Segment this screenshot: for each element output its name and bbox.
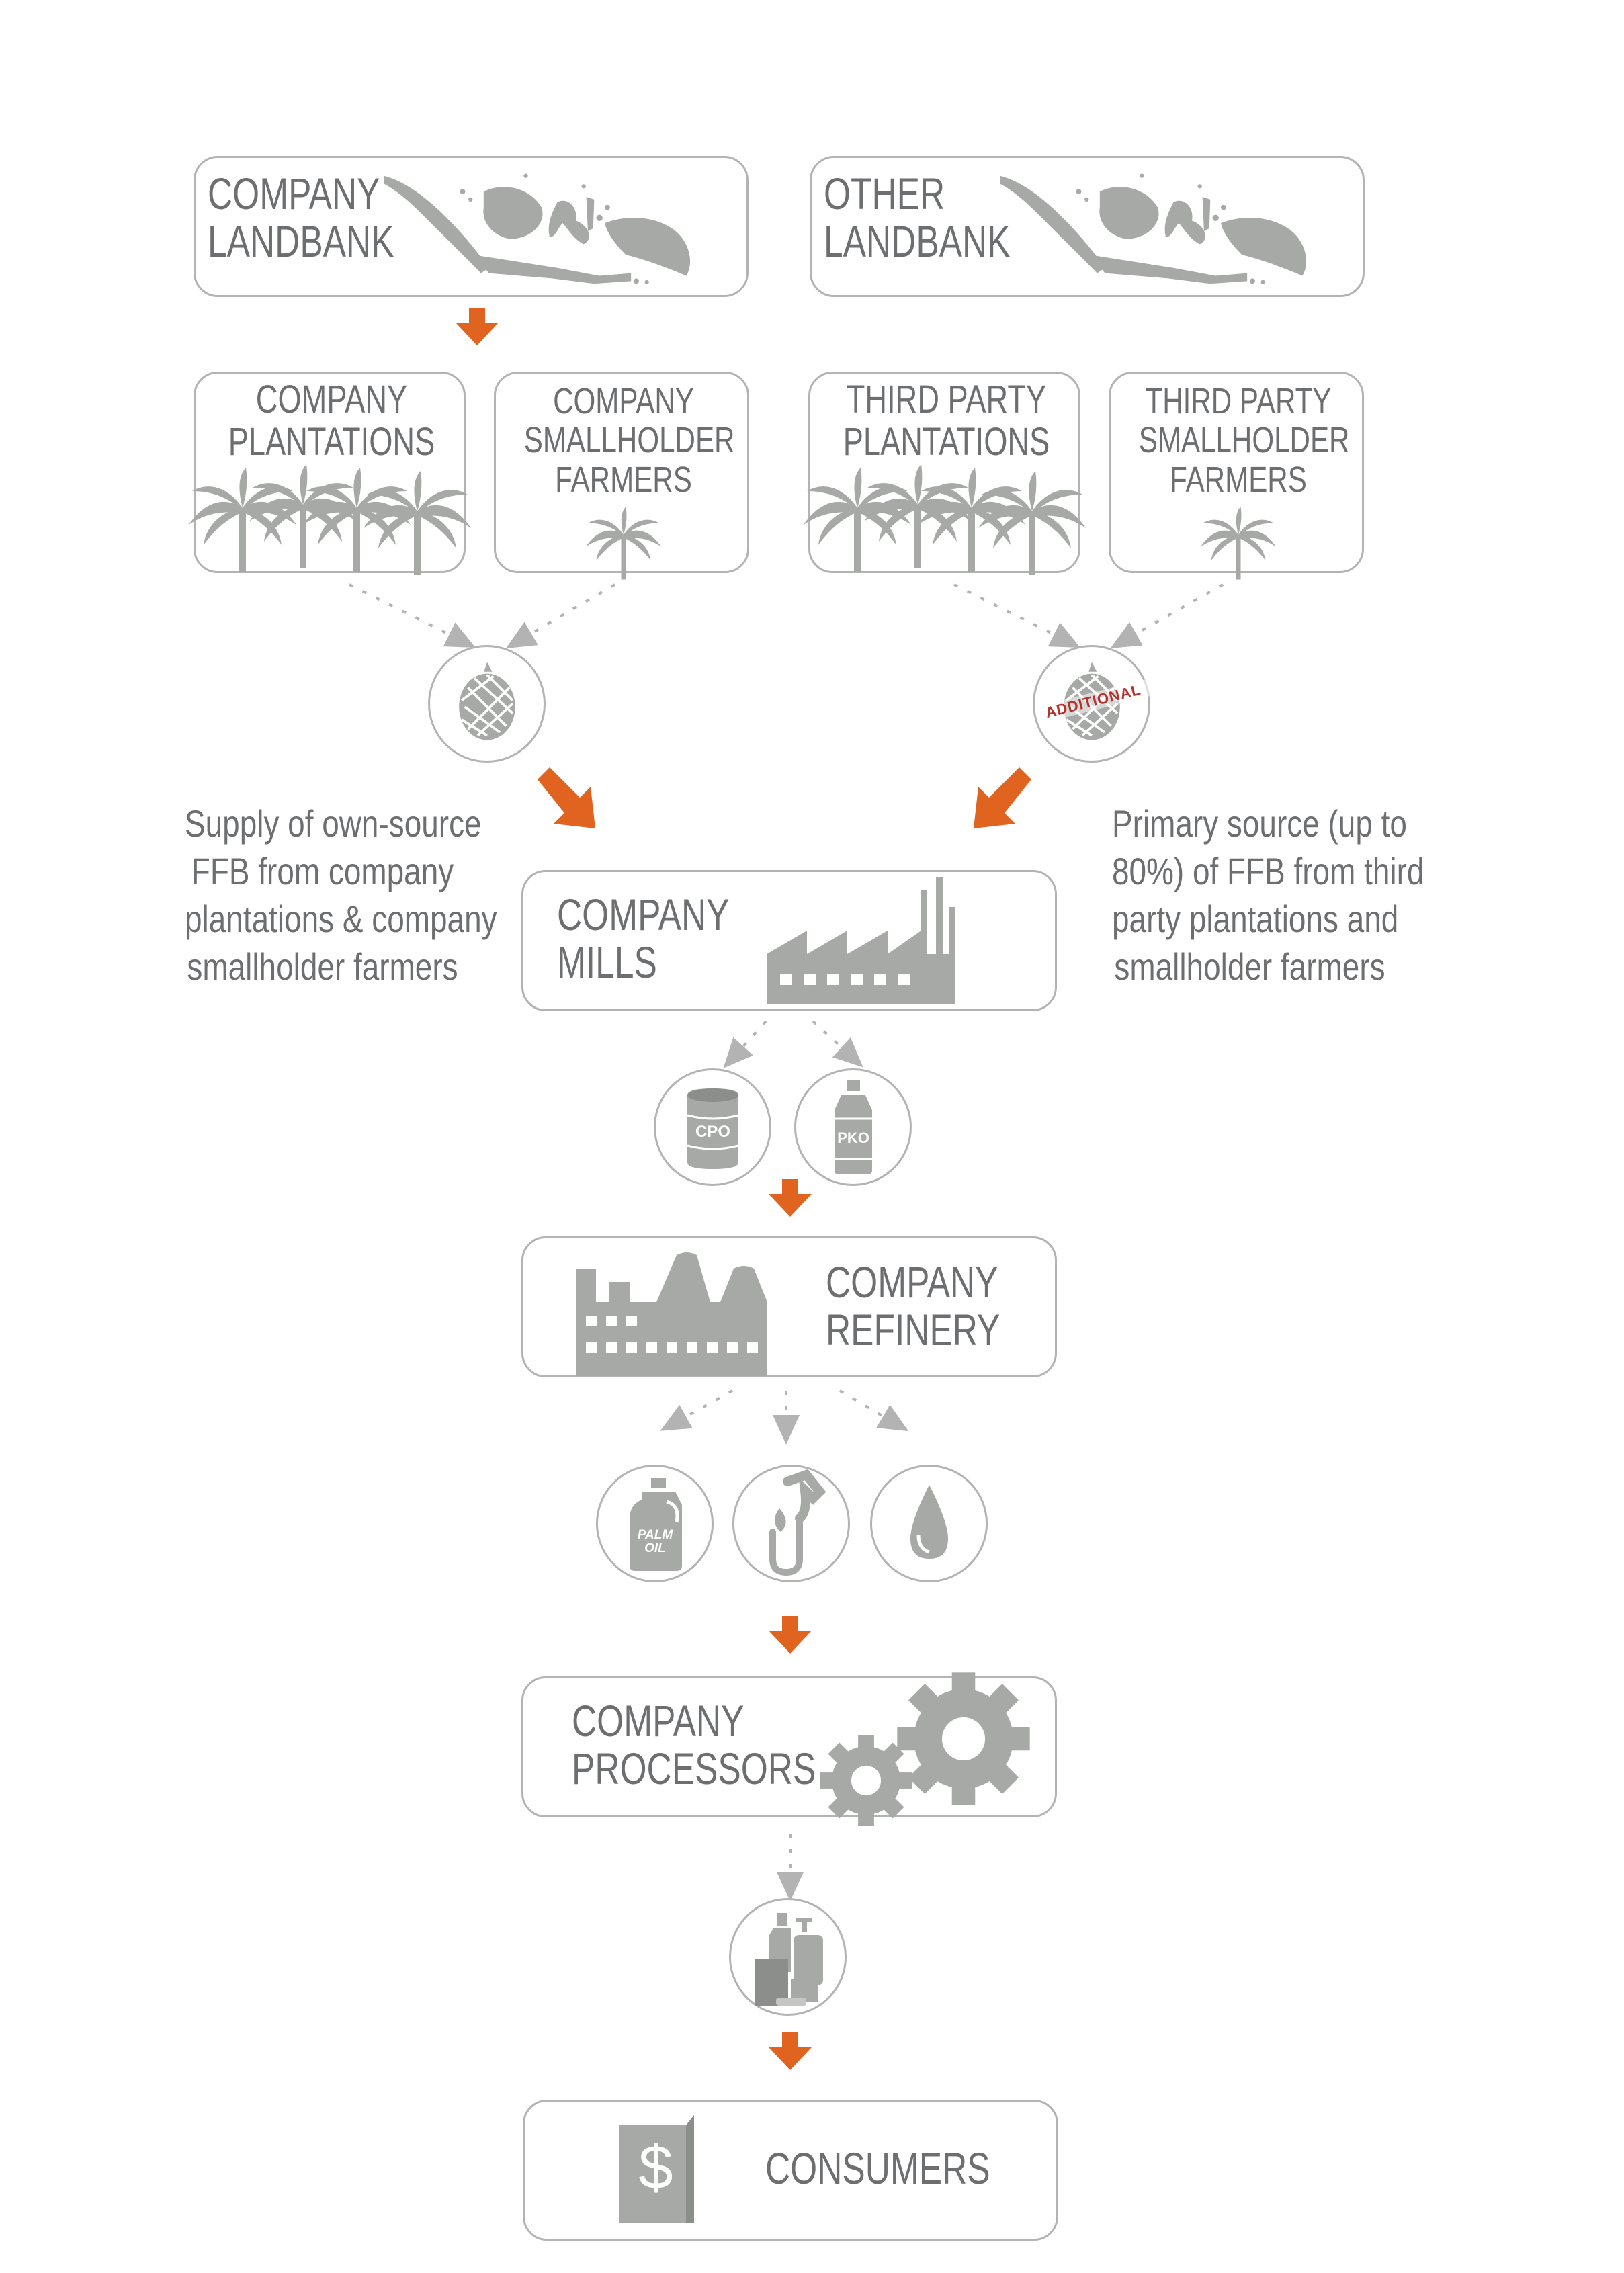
connector-third-party-smallholders <box>1110 583 1224 648</box>
arrow-diag-right <box>974 767 1031 828</box>
dollar-symbol: $ <box>638 2133 673 2202</box>
palm-tree-icon <box>586 507 661 580</box>
refinery-factory-icon <box>576 1252 767 1376</box>
arrow-diag-left <box>538 767 595 828</box>
connector-third-party-plantations <box>953 583 1080 648</box>
arrow-down-mills-products <box>769 1179 812 1217</box>
arrow-down-refinery-products <box>769 1616 812 1654</box>
palm-trees-icon <box>804 464 1086 575</box>
consumer-goods-circle <box>729 1898 847 2016</box>
cpo-circle: CPO <box>654 1068 771 1186</box>
connector-company-plantations <box>349 583 476 648</box>
palm-fruit-bunch-icon <box>458 660 517 742</box>
ffb-own-source-circle <box>428 645 546 763</box>
oil-drop-circle <box>870 1465 988 1582</box>
connector-mills-cpo <box>723 1020 767 1068</box>
arrow-down-goods <box>769 2032 812 2070</box>
oil-drop-icon <box>910 1485 948 1559</box>
connector-mills-pko <box>812 1020 863 1068</box>
ffb-third-party-circle: ADDITIONAL <box>1033 645 1151 763</box>
connector-refinery-oil-drop <box>839 1389 909 1432</box>
mill-factory-icon <box>767 877 955 1004</box>
biofuel-circle <box>732 1465 850 1582</box>
consumers-label: CONSUMERS <box>765 2143 990 2193</box>
indonesia-map-icon <box>1000 173 1307 285</box>
indonesia-map-icon <box>384 173 691 285</box>
connector-company-smallholders <box>505 583 616 649</box>
large-gear-icon <box>897 1672 1030 1805</box>
palm-oil-jug-icon <box>630 1478 682 1571</box>
connector-refinery-palm-oil <box>660 1389 733 1431</box>
palm-tree-icon <box>1201 507 1276 580</box>
pko-label: PKO <box>837 1129 869 1146</box>
consumers-box: $ CONSUMERS <box>523 2100 1058 2241</box>
oil-drum-icon <box>687 1088 739 1169</box>
cpo-label: CPO <box>695 1123 730 1141</box>
oil-bottle-icon <box>835 1080 872 1174</box>
biofuel-pump-icon <box>769 1469 826 1576</box>
orange-arrows <box>456 308 1031 2070</box>
consumer-products-icon <box>755 1913 823 2006</box>
shopping-bag-icon <box>619 2115 694 2223</box>
arrow-down-landbank <box>456 308 499 345</box>
pko-circle: PKO <box>794 1068 912 1186</box>
palm-trees-icon <box>189 464 471 575</box>
